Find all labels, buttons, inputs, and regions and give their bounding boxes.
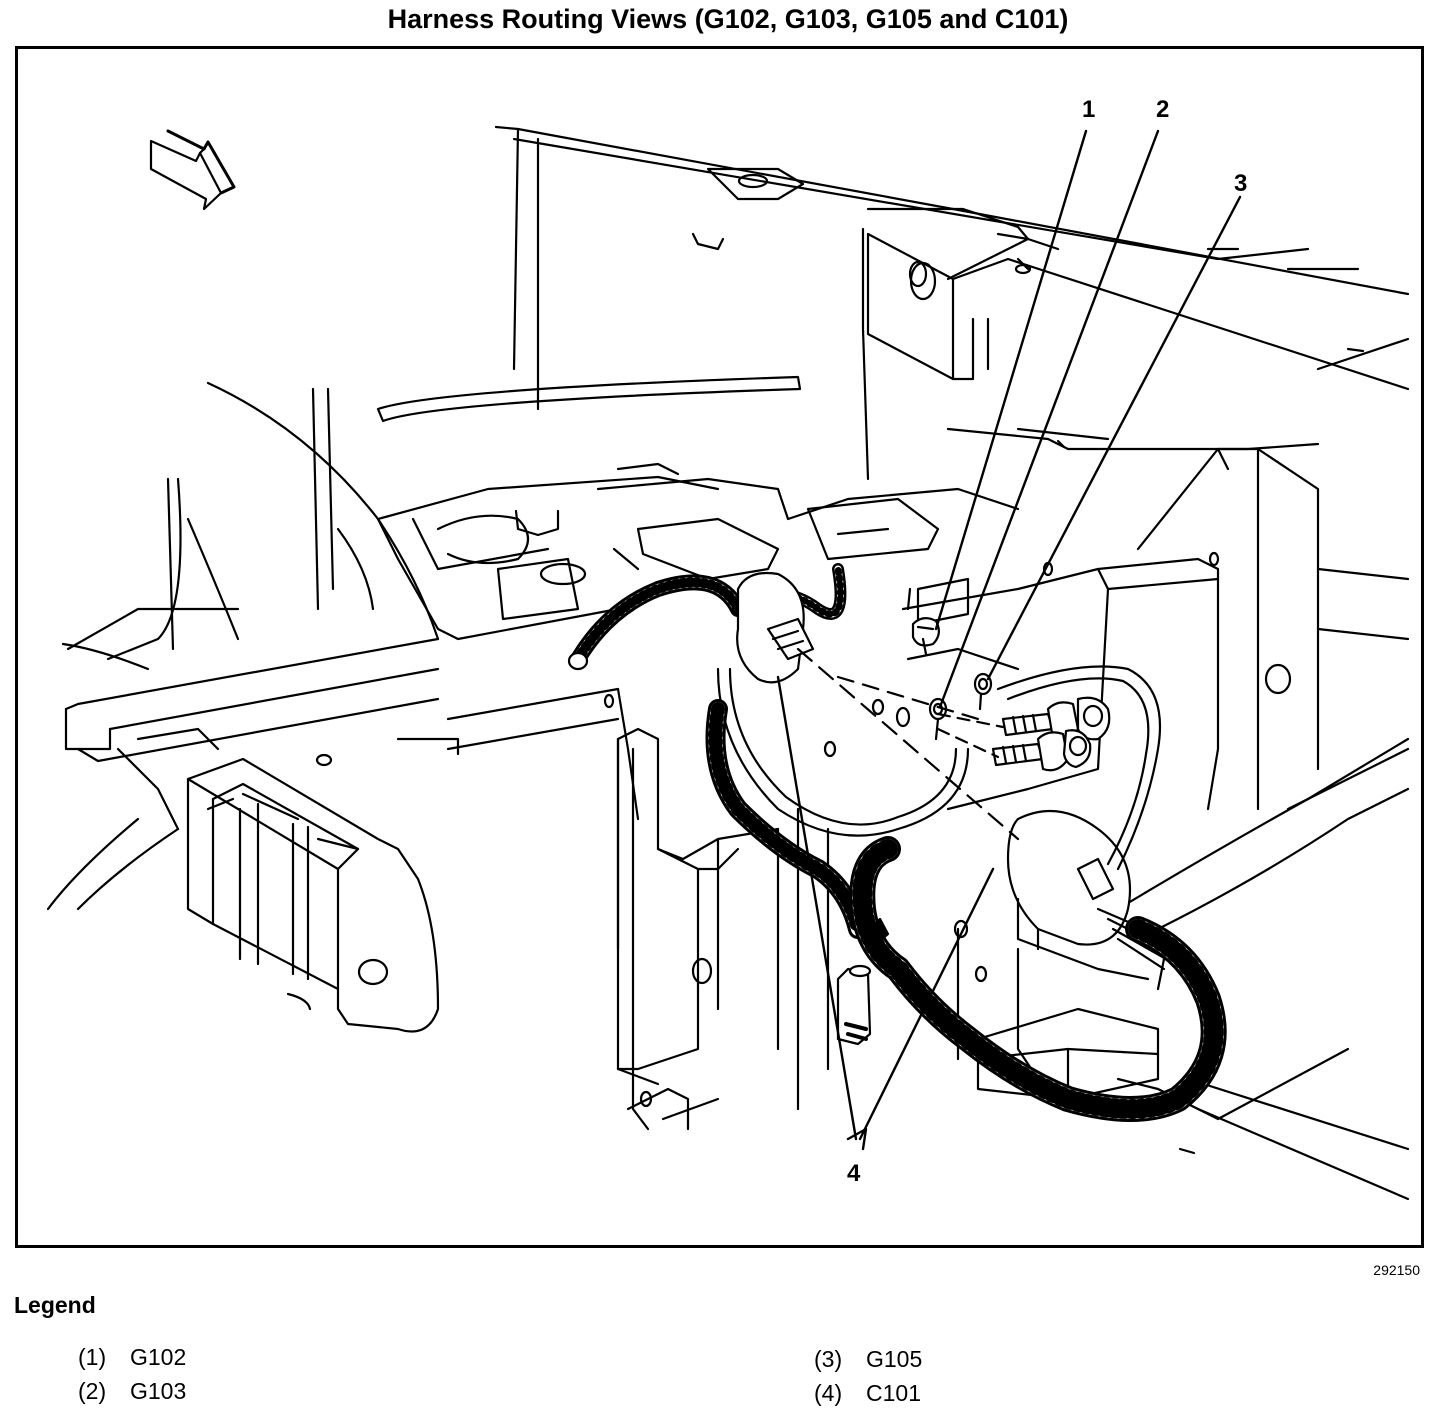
legend-item-label: G102: [130, 1344, 187, 1370]
legend-item-number: (3): [814, 1346, 843, 1372]
callout-1: 1: [1082, 96, 1095, 123]
legend-heading: Legend: [14, 1292, 96, 1318]
legend-item: (2) G103: [78, 1378, 186, 1405]
legend-item-label: G105: [866, 1346, 923, 1372]
legend-item-number: (4): [814, 1380, 843, 1406]
legend-item: (4) C101: [814, 1380, 921, 1407]
callout-leaders: [776, 129, 1242, 1151]
legend-item: (1) G102: [78, 1344, 186, 1371]
front-bracket: [186, 753, 440, 1033]
ground-fasteners: [796, 617, 1111, 841]
callout-3: 3: [1234, 170, 1247, 197]
figure-number: 292150: [1373, 1262, 1420, 1278]
body-structure: [376, 125, 1410, 481]
direction-arrow-icon: [149, 129, 236, 211]
fender-area: [46, 381, 440, 911]
callout-2: 2: [1156, 96, 1169, 123]
illustration-frame: 1 2 3 4: [15, 46, 1424, 1248]
legend-item-label: C101: [866, 1380, 921, 1406]
legend-item: (3) G105: [814, 1346, 922, 1373]
legend-item-label: G103: [130, 1378, 187, 1404]
frame-rail: [64, 462, 1020, 831]
diagram-title: Harness Routing Views (G102, G103, G105 …: [387, 4, 1069, 34]
legend-item-number: (2): [78, 1378, 107, 1404]
callout-4: 4: [847, 1160, 861, 1187]
wiring-harness: [567, 563, 1227, 1122]
legend-item-number: (1): [78, 1344, 107, 1370]
harness-illustration: 1 2 3 4: [46, 96, 1410, 1201]
